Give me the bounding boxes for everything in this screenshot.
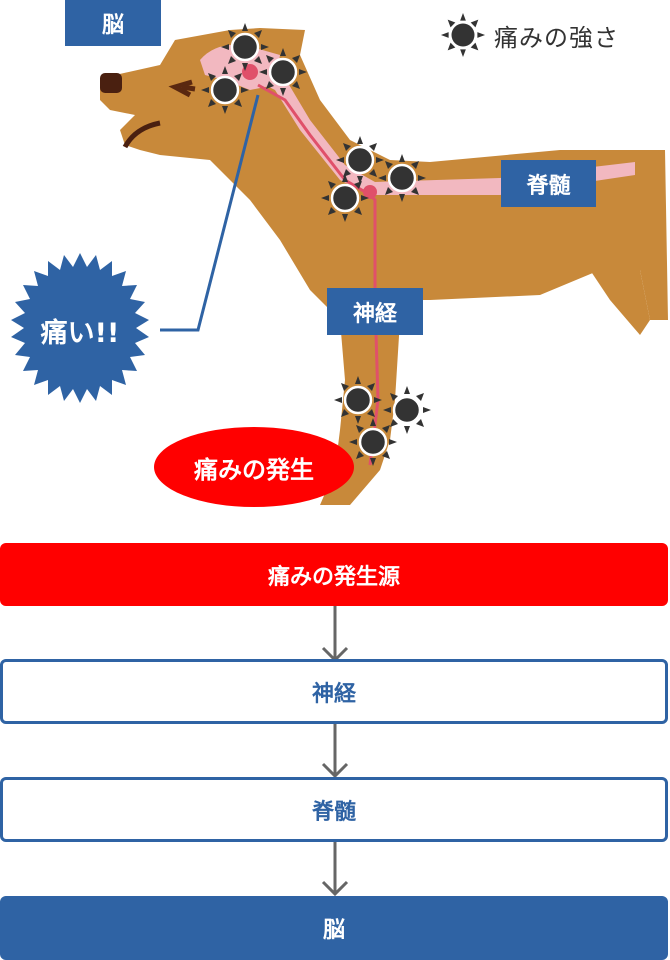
label-nerve: 神経 [327, 288, 423, 335]
legend-text: 痛みの強さ [494, 23, 619, 52]
label-spinal-cord: 脊髄 [501, 160, 596, 207]
flow-step-pain-source: 痛みの発生源 [0, 543, 668, 606]
arrow-down-icon [321, 842, 349, 896]
pain-origin-badge: 痛みの発生 [154, 427, 354, 507]
arrow-down-icon [321, 606, 349, 662]
pain-burst-icon [440, 12, 486, 58]
arrow-down-icon [321, 724, 349, 778]
dog-pain-illustration: 脳 脊髄 神経 痛みの強さ 痛い!! 痛みの発生 [0, 0, 668, 507]
flow-step-nerve: 神経 [0, 659, 668, 724]
label-brain: 脳 [65, 0, 161, 46]
pain-callout-burst: 痛い!! [0, 245, 165, 415]
flow-step-brain: 脳 [0, 896, 668, 960]
dog-figure [100, 21, 668, 505]
legend: 痛みの強さ [440, 12, 619, 58]
flow-step-spinal-cord: 脊髄 [0, 777, 668, 842]
pain-callout-text: 痛い!! [40, 317, 120, 349]
starburst-icon [11, 253, 149, 403]
